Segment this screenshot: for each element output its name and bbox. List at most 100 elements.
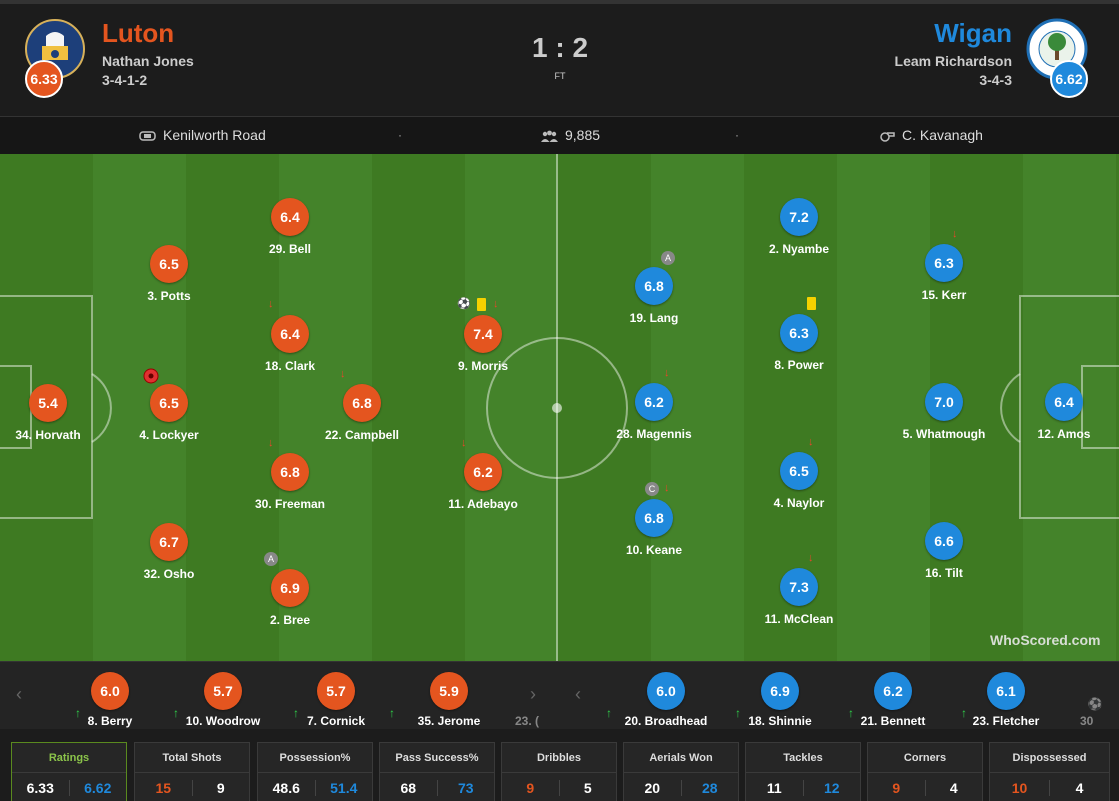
match-info-bar: Kenilworth Road · 9,885 · C. Kavanagh (0, 116, 1119, 154)
player-morris[interactable]: 7.4 9. Morris (423, 315, 543, 383)
away-formation: 3-4-3 (979, 72, 1012, 88)
player-name: 9. Morris (457, 359, 508, 373)
stat-away-value: 4 (1049, 780, 1109, 796)
sub-off-arrow-icon: ↓ (493, 298, 499, 310)
stat-away-value: 73 (436, 780, 495, 796)
attendance-label: 9,885 (565, 127, 601, 143)
sub-broadhead[interactable]: 6.0 20. Broadhead ↑ (606, 672, 721, 728)
player-mcclean[interactable]: 7.3 11. McClean (739, 568, 859, 636)
chevron-left-icon[interactable]: ‹ (575, 684, 581, 704)
home-team-name[interactable]: Luton (102, 18, 175, 48)
player-adebayo[interactable]: 6.2 11. Adebayo (423, 453, 543, 521)
player-name: 35. Jerome (417, 714, 481, 728)
player-rating: 6.7 (150, 523, 188, 561)
stat-home-value: 48.6 (272, 780, 300, 796)
sub-off-arrow-icon: ↓ (268, 437, 274, 449)
player-tilt[interactable]: 6.6 16. Tilt (884, 522, 1004, 590)
player-power[interactable]: 6.3 8. Power (739, 314, 859, 382)
sub-partial-away[interactable]: ⚽ 30 (1080, 672, 1110, 728)
stat-title: Possession% (258, 743, 372, 773)
stat-away-value: 9 (191, 780, 250, 796)
chevron-right-icon[interactable]: › (530, 684, 536, 704)
player-amos[interactable]: 6.4 12. Amos (1004, 383, 1119, 451)
player-name: 5. Whatmough (902, 427, 986, 441)
player-naylor[interactable]: 6.5 4. Naylor (739, 452, 859, 520)
stat-away-value: 5 (558, 780, 617, 796)
stat-title: Tackles (746, 743, 860, 773)
own-goal-ball-icon (143, 368, 159, 387)
player-magennis[interactable]: 6.2 28. Magennis (594, 383, 714, 451)
player-potts[interactable]: 6.5 3. Potts (109, 245, 229, 313)
away-manager: Leam Richardson (894, 53, 1012, 69)
player-name: 2. Bree (269, 613, 311, 627)
player-rating: 6.5 (780, 452, 818, 490)
player-bell[interactable]: 6.4 29. Bell (230, 198, 350, 266)
player-lockyer[interactable]: 6.5 4. Lockyer (109, 384, 229, 452)
player-freeman[interactable]: 6.8 30. Freeman (230, 453, 350, 521)
player-horvath[interactable]: 5.4 34. Horvath (0, 384, 108, 452)
sub-fletcher[interactable]: 6.1 23. Fletcher ↑ (951, 672, 1061, 728)
sub-partial-home[interactable]: 23. ( (515, 672, 545, 728)
player-name: 3. Potts (147, 289, 191, 303)
referee: C. Kavanagh (878, 127, 983, 143)
player-name: 23. Fletcher (972, 714, 1040, 728)
chevron-left-icon[interactable]: ‹ (16, 684, 22, 704)
stat-title: Corners (868, 743, 982, 773)
sub-berry[interactable]: 6.0 8. Berry ↑ (55, 672, 165, 728)
sub-bennett[interactable]: 6.2 21. Bennett ↑ (838, 672, 948, 728)
player-name: 7. Cornick (306, 714, 366, 728)
player-whatmough[interactable]: 7.0 5. Whatmough (884, 383, 1004, 451)
stat-home-value: 15 (155, 780, 172, 796)
player-rating: 5.7 (317, 672, 355, 710)
player-campbell[interactable]: 6.8 22. Campbell (302, 384, 422, 452)
sub-off-arrow-icon: ↓ (664, 482, 670, 494)
whistle-icon (880, 131, 895, 142)
stat-dispossessed-tab[interactable]: Dispossessed 10 4 (989, 742, 1110, 801)
player-osho[interactable]: 6.7 32. Osho (109, 523, 229, 591)
player-rating: 6.3 (780, 314, 818, 352)
player-rating: 6.1 (987, 672, 1025, 710)
stat-home-value: 10 (1011, 780, 1028, 796)
player-keane[interactable]: 6.8 10. Keane (594, 499, 714, 567)
player-rating: 6.8 (343, 384, 381, 422)
player-name: 4. Naylor (773, 496, 825, 510)
sub-jerome[interactable]: 5.9 35. Jerome ↑ (389, 672, 504, 728)
assist-icon: A (264, 552, 278, 566)
player-rating: 6.4 (271, 198, 309, 236)
player-name: 8. Berry (87, 714, 133, 728)
player-name: 12. Amos (1037, 427, 1091, 441)
sub-on-arrow-icon: ↑ (389, 706, 395, 720)
home-manager: Nathan Jones (102, 53, 194, 69)
player-rating: 7.3 (780, 568, 818, 606)
player-nyambe[interactable]: 7.2 2. Nyambe (739, 198, 859, 266)
sub-shinnie[interactable]: 6.9 18. Shinnie ↑ (725, 672, 835, 728)
player-kerr[interactable]: 6.3 15. Kerr (884, 244, 1004, 312)
player-clark[interactable]: 6.4 18. Clark (230, 315, 350, 383)
player-lang[interactable]: 6.8 19. Lang (594, 267, 714, 335)
yellow-card-icon (477, 298, 486, 311)
goal-ball-icon: ⚽ (457, 298, 471, 310)
stat-title: Dispossessed (990, 743, 1109, 773)
sub-on-arrow-icon: ↑ (735, 706, 741, 720)
away-team-name[interactable]: Wigan (934, 18, 1012, 48)
separator: · (398, 128, 402, 142)
stat-title: Dribbles (502, 743, 616, 773)
player-rating: 5.4 (29, 384, 67, 422)
sub-woodrow[interactable]: 5.7 10. Woodrow ↑ (168, 672, 278, 728)
home-team-rating: 6.33 (25, 60, 63, 98)
player-rating: 5.7 (204, 672, 242, 710)
referee-label: C. Kavanagh (902, 127, 983, 143)
player-bree[interactable]: 6.9 2. Bree (230, 569, 350, 637)
sub-cornick[interactable]: 5.7 7. Cornick ↑ (281, 672, 391, 728)
player-name: 22. Campbell (324, 428, 400, 442)
player-rating: 6.2 (874, 672, 912, 710)
